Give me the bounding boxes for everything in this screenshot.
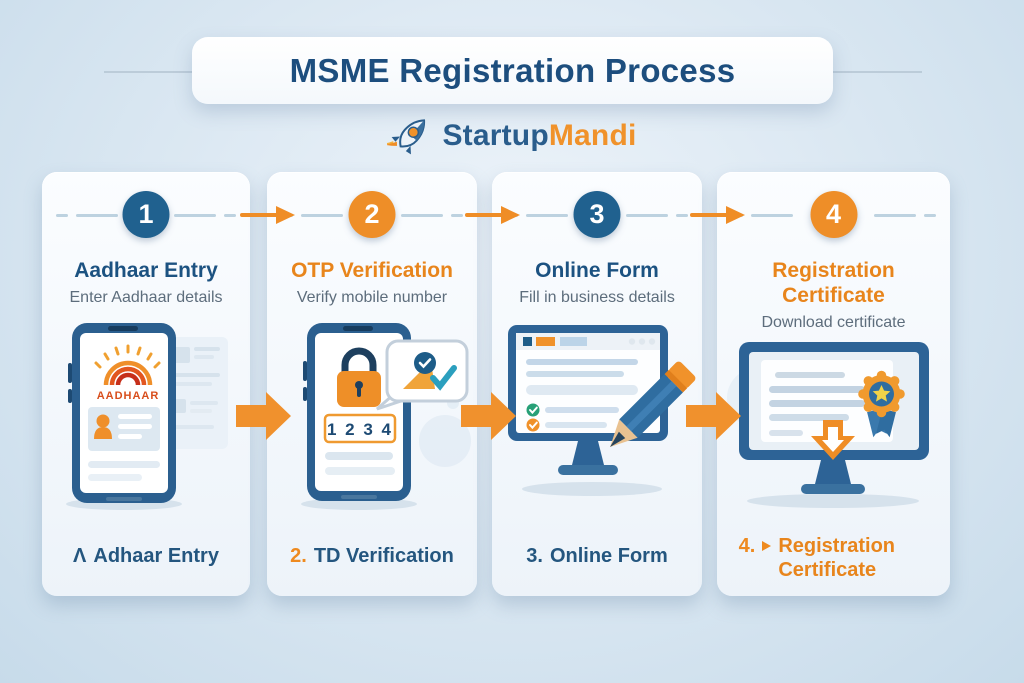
connector-line [76,214,118,217]
message-verified-bubble [376,339,469,411]
flow-arrow-icon [240,206,295,224]
ribbon-badge-icon [858,371,905,438]
step-title: OTP Verification [291,259,453,282]
step-title: Online Form [535,259,659,282]
step-number-badge: 2 [348,191,396,238]
step-subtitle: Fill in business details [519,289,675,307]
step-card-aadhaar-entry: 1 Aadhaar Entry Enter Aadhaar details [42,172,250,596]
footer-label: Adhaar Entry [93,545,219,567]
step-footer: 3. Online Form [492,544,702,568]
brand-name-secondary: Mandi [548,119,637,152]
footer-number: 2. [290,545,307,567]
connector-dash [676,214,688,217]
step-card-registration-certificate: 4 Registration Certificate Download cert… [717,172,950,596]
step-number: 2 [364,199,380,229]
aadhaar-label: AADHAAR [97,390,160,402]
aadhaar-phone-illustration: AADHAAR [42,321,250,511]
step-subtitle: Verify mobile number [296,289,448,307]
step-number: 3 [589,199,605,229]
connector-line [174,214,216,217]
connector-dash [451,214,463,217]
id-card-icon [88,407,160,452]
aadhaar-logo-icon: AADHAAR [94,344,161,402]
flag-icon [762,541,772,551]
step-footer: 2. TD Verification [267,544,477,568]
step-connector: 1 [42,184,250,246]
block-arrow-icon [686,392,741,440]
step-number: 1 [138,199,154,229]
brand-name-primary: Startup [442,119,549,152]
step-connector: 2 [267,184,477,246]
online-form-monitor-illustration [492,321,702,511]
ghost-document [162,337,228,450]
orange-check-icon [526,418,540,432]
padlock-icon [337,347,381,408]
connector-line [874,214,916,217]
step-number-badge: 4 [810,191,857,238]
brand-logo: StartupMandi [0,110,1024,162]
step-title: Registration Certificate [772,259,895,308]
step-number: 4 [825,199,842,229]
step-footer: Λ Adhaar Entry [42,544,250,568]
step-card-online-form: 3 Online Form Fill in business details [492,172,702,596]
checkmark-icon [430,365,457,391]
connector-line [626,214,668,217]
step-title: Aadhaar Entry [74,259,218,282]
rocket-icon [387,119,426,155]
footer-number: 4. [738,535,756,557]
step-subtitle: Download certificate [761,314,906,332]
connector-dash [56,214,68,217]
step-connector: 3 [492,184,702,246]
otp-code-box: 1 2 3 4 [323,413,397,444]
title-banner: MSME Registration Process [192,37,833,104]
page-title: MSME Registration Process [289,51,736,89]
step-number-badge: 3 [573,191,621,238]
block-arrow-icon [461,392,516,440]
footer-label: Registration Certificate [778,535,896,581]
step-footer: 4. Registration Certificate [717,534,950,582]
footer-number: 3. [526,545,543,567]
footer-label: Online Form [549,545,668,567]
green-check-icon [526,403,540,417]
flow-arrow-icon [690,206,745,224]
block-arrow-icon [236,392,291,440]
connector-line [751,214,793,217]
flow-arrow-icon [465,206,520,224]
download-arrow-icon [811,420,855,461]
certificate-monitor-illustration [717,338,950,522]
otp-code: 1 2 3 4 [327,420,393,439]
otp-phone-illustration: 1 2 3 4 [267,321,477,511]
footer-label: TD Verification [313,545,454,567]
connector-dash [224,214,236,217]
connector-dash [924,214,936,217]
star-icon [872,385,891,402]
caret-icon: Λ [73,545,87,567]
connector-line [301,214,343,217]
connector-line [401,214,443,217]
connector-line [526,214,568,217]
step-card-otp-verification: 2 OTP Verification Verify mobile number [267,172,477,596]
step-number-badge: 1 [122,191,170,238]
step-subtitle: Enter Aadhaar details [69,289,223,307]
step-connector: 4 [717,184,950,246]
